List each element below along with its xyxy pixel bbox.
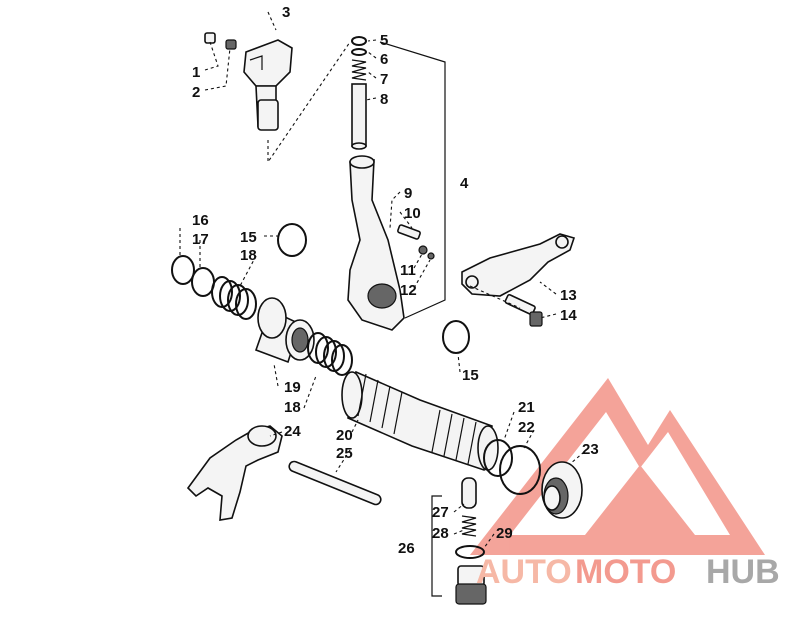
watermark-moto: MOTO — [575, 553, 676, 591]
callout-13: 13 — [560, 287, 577, 304]
callout-18-lower: 18 — [284, 399, 301, 416]
callout-1: 1 — [192, 64, 200, 81]
callout-19: 19 — [284, 379, 301, 396]
part-bracket-bolt — [504, 293, 543, 327]
part-plunger-27 — [461, 477, 477, 509]
part-spring-left — [211, 276, 257, 320]
callout-5: 5 — [380, 32, 388, 49]
part-shaft-spring — [351, 36, 367, 81]
watermark-triangle-core — [585, 465, 695, 535]
callout-23: 23 — [582, 441, 599, 458]
callout-7: 7 — [380, 71, 388, 88]
callout-17: 17 — [192, 231, 209, 248]
callout-10: 10 — [404, 205, 421, 222]
ring-17 — [191, 267, 215, 297]
ring-16 — [171, 255, 195, 285]
callout-27: 27 — [432, 504, 449, 521]
part-knob-screw — [204, 32, 237, 50]
callout-2: 2 — [192, 84, 200, 101]
part-shift-rod — [351, 83, 367, 150]
part-plug-bolt — [455, 565, 487, 605]
callout-15-lower: 15 — [462, 367, 479, 384]
watermark-hub: HUB — [706, 553, 780, 591]
part-spring-28 — [461, 515, 477, 537]
callout-16: 16 — [192, 212, 209, 229]
callout-labels: 1 2 3 4 5 6 7 8 9 10 11 12 13 14 15 15 1… — [192, 4, 599, 557]
part-pin-25 — [288, 460, 382, 506]
callout-6: 6 — [380, 51, 388, 68]
part-shift-knob — [243, 39, 293, 131]
snap-ring-lower — [442, 320, 470, 354]
callout-15-upper: 15 — [240, 229, 257, 246]
callout-26: 26 — [398, 540, 415, 557]
snap-ring-upper — [277, 223, 307, 257]
part-main-shaft — [341, 370, 499, 472]
callout-11: 11 — [400, 262, 416, 279]
part-spring-right — [307, 332, 353, 376]
watermark-logo — [470, 378, 765, 555]
knob-center-line — [267, 41, 351, 164]
leader-lines — [179, 11, 585, 549]
callout-25: 25 — [336, 445, 353, 462]
callout-4: 4 — [460, 175, 469, 192]
callout-14: 14 — [560, 307, 577, 324]
part-shift-bracket — [461, 233, 576, 297]
watermark-auto: AUTO — [476, 553, 572, 591]
callout-20: 20 — [336, 427, 353, 444]
callout-29: 29 — [496, 525, 513, 542]
callout-8: 8 — [380, 91, 388, 108]
callout-9: 9 — [404, 185, 412, 202]
bracket-part-4 — [379, 41, 446, 319]
washer-22 — [499, 445, 541, 495]
watermark-text: AUTO MOTO HUB — [476, 553, 780, 591]
part-washer-29 — [455, 545, 485, 559]
ring-21 — [483, 439, 513, 477]
callout-12: 12 — [400, 282, 417, 299]
part-shift-fork — [186, 425, 283, 521]
callout-18-upper: 18 — [240, 247, 257, 264]
callout-28: 28 — [432, 525, 449, 542]
part-shift-arm — [347, 155, 435, 331]
callout-21: 21 — [518, 399, 535, 416]
bracket-part-26 — [431, 495, 442, 597]
callout-3: 3 — [282, 4, 290, 21]
callout-22: 22 — [518, 419, 535, 436]
part-seal-23 — [541, 461, 583, 519]
part-collar — [254, 297, 315, 364]
callout-24: 24 — [284, 423, 301, 440]
